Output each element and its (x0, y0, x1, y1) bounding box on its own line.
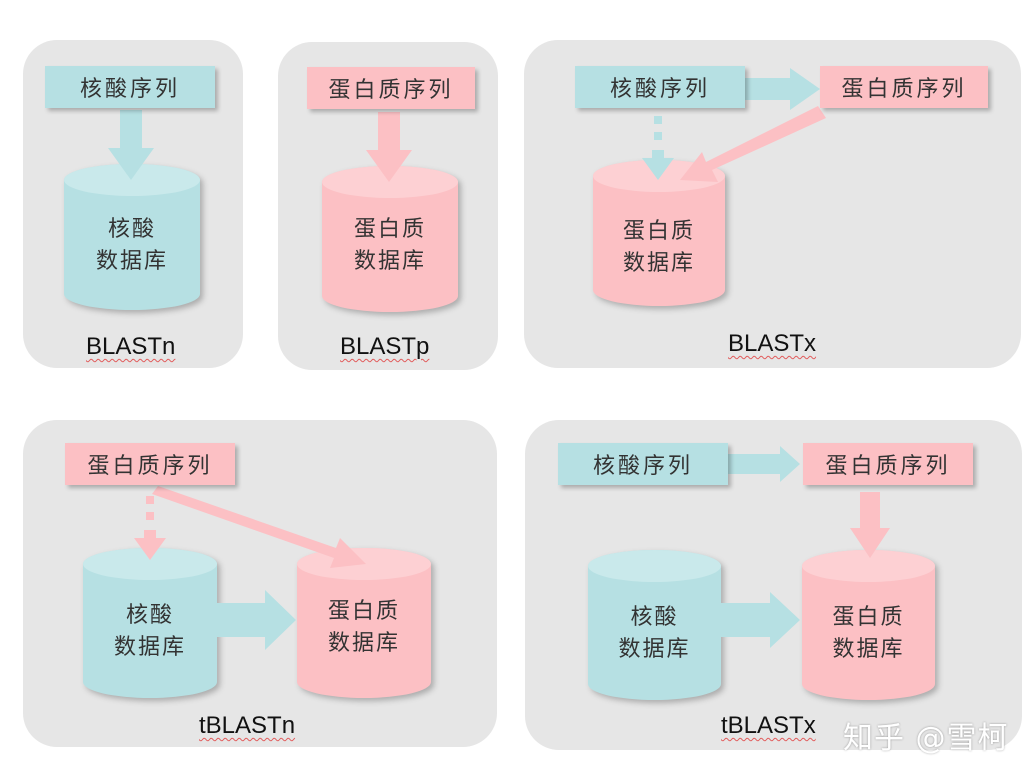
database-label-line: 蛋白质 (353, 217, 426, 242)
query-box-nucleic: 核酸序列 (558, 443, 728, 485)
query-box-protein: 蛋白质序列 (65, 443, 235, 485)
protein-database-cylinder: 蛋白质 数据库 (322, 166, 458, 312)
database-label-line: 蛋白质 (832, 605, 905, 630)
panel-title: BLASTn (86, 333, 176, 360)
database-label-line: 数据库 (618, 637, 691, 662)
query-box-protein: 蛋白质序列 (307, 67, 475, 109)
panel-title: tBLASTn (199, 712, 296, 739)
query-box-nucleic: 核酸序列 (45, 66, 215, 108)
translated-query-box-protein: 蛋白质序列 (820, 66, 988, 108)
database-label-line: 核酸 (107, 217, 156, 242)
watermark: 知乎 @雪柯 (843, 721, 1009, 756)
query-box-nucleic: 核酸序列 (575, 66, 745, 108)
panel-title: BLASTx (728, 330, 817, 357)
nucleic-database-cylinder: 核酸 数据库 (83, 548, 217, 698)
panel-title: BLASTp (340, 333, 430, 360)
database-label-line: 核酸 (630, 605, 679, 630)
database-label-line: 数据库 (622, 251, 695, 276)
database-label-line: 核酸 (125, 603, 174, 628)
database-label-line: 数据库 (113, 635, 186, 660)
nucleic-database-cylinder: 核酸 数据库 (588, 550, 721, 700)
protein-database-cylinder: 蛋白质 数据库 (297, 548, 431, 698)
database-label-line: 蛋白质 (327, 599, 400, 624)
database-label-line: 数据库 (832, 637, 905, 662)
panel-title: tBLASTx (721, 712, 816, 739)
database-label-line: 蛋白质 (622, 219, 695, 244)
protein-database-cylinder: 蛋白质 数据库 (802, 550, 935, 700)
translated-query-box-protein: 蛋白质序列 (803, 443, 973, 485)
database-label-line: 数据库 (353, 249, 426, 274)
database-label-line: 数据库 (327, 631, 400, 656)
nucleic-database-cylinder: 核酸 数据库 (64, 164, 200, 310)
protein-database-cylinder: 蛋白质 数据库 (593, 160, 725, 306)
database-label-line: 数据库 (95, 249, 168, 274)
